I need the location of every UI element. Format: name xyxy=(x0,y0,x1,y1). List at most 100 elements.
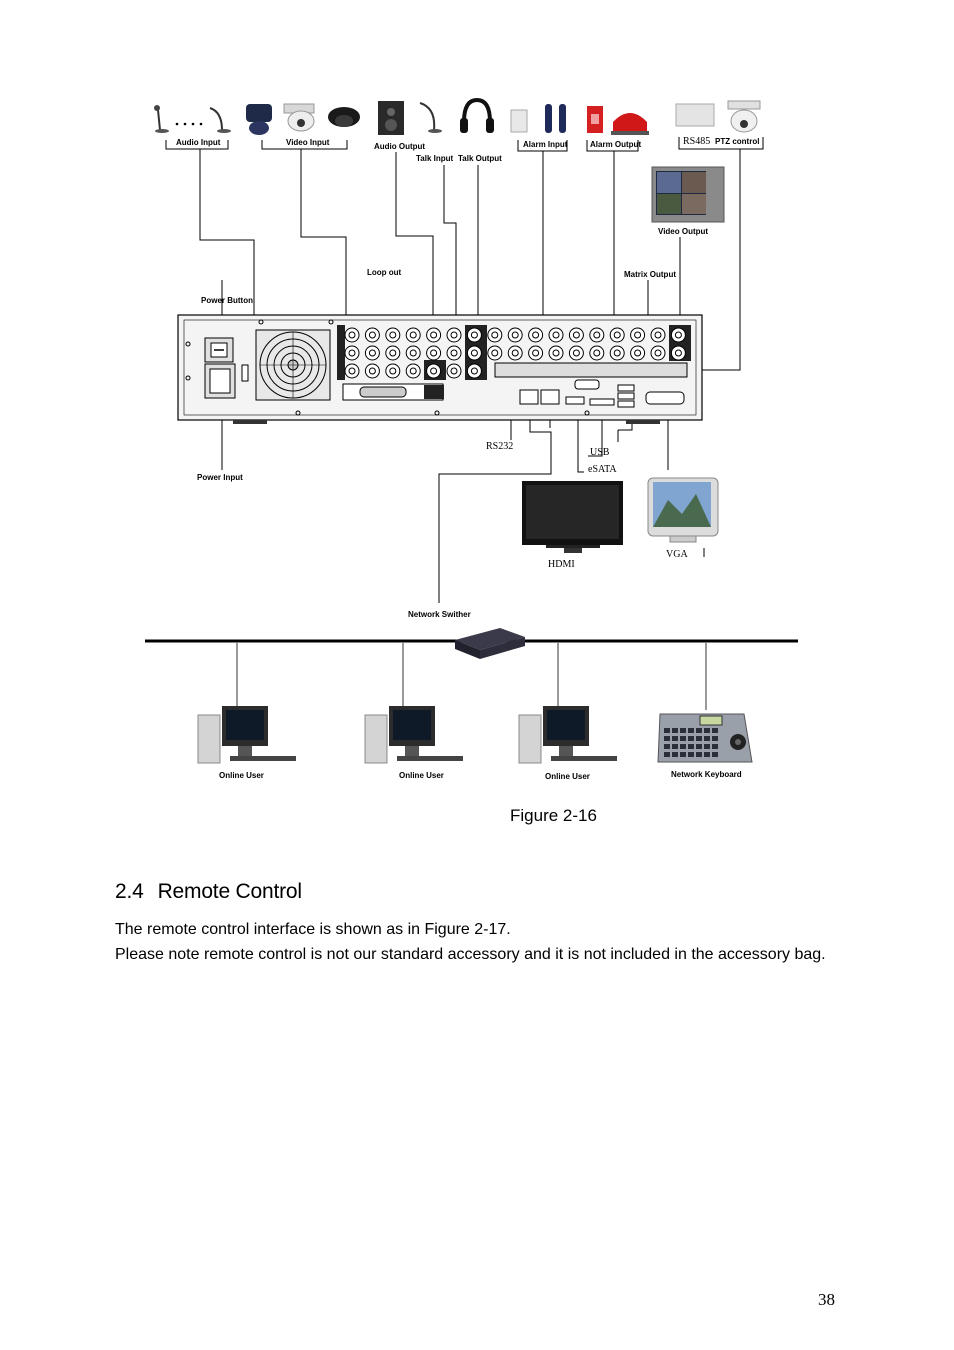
bnc-connector-pin xyxy=(491,349,499,357)
keyboard-key xyxy=(680,736,686,741)
bnc-connector xyxy=(568,345,584,361)
bnc-connector-pin xyxy=(593,349,601,357)
keyboard-key xyxy=(712,744,718,749)
esata-label: eSATA xyxy=(588,464,617,475)
keyboard-keys xyxy=(664,728,718,757)
rs485-label: RS485 xyxy=(683,136,710,147)
audio-input-icons xyxy=(154,105,231,133)
power-input-label: Power Input xyxy=(197,473,243,482)
video-output-label: Video Output xyxy=(658,227,708,236)
bnc-connector-pin xyxy=(613,349,621,357)
alarm-input-label: Alarm Input xyxy=(523,140,568,149)
online-user-label-1: Online User xyxy=(219,771,264,780)
bnc-connector xyxy=(385,327,401,343)
bnc-connector xyxy=(426,363,442,379)
keyboard-key xyxy=(672,744,678,749)
keyboard-key xyxy=(672,736,678,741)
keyboard-key xyxy=(672,752,678,757)
bnc-connector-pin xyxy=(654,349,662,357)
figure-caption: Figure 2-16 xyxy=(510,806,597,825)
network-switch-icon xyxy=(455,628,525,659)
bnc-connector xyxy=(364,327,380,343)
keyboard-key xyxy=(712,728,718,733)
online-user-pc-icon-1 xyxy=(197,706,296,764)
keyboard-key xyxy=(712,736,718,741)
keyboard-key xyxy=(664,728,670,733)
keyboard-key xyxy=(688,752,694,757)
bnc-connector-pin xyxy=(450,349,458,357)
bnc-connector xyxy=(446,345,462,361)
matrix-output-label: Matrix Output xyxy=(624,270,676,279)
power-button-label: Power Button xyxy=(201,296,253,305)
rs232-label: RS232 xyxy=(486,441,513,452)
bnc-connector xyxy=(650,345,666,361)
paragraph-1: The remote control interface is shown as… xyxy=(115,921,511,938)
bnc-connector-pin xyxy=(368,331,376,339)
bnc-connector xyxy=(630,327,646,343)
paragraph-2: Please note remote control is not our st… xyxy=(115,946,826,963)
bnc-connector xyxy=(609,345,625,361)
section-heading: 2.4 Remote Control xyxy=(115,880,302,904)
bnc-connector xyxy=(466,345,482,361)
bnc-connector xyxy=(364,345,380,361)
bnc-connector-pin xyxy=(409,367,417,375)
alarm-input-sensor-icons xyxy=(510,104,566,133)
bnc-connector xyxy=(609,327,625,343)
bnc-connector-pin xyxy=(430,331,438,339)
bnc-connector-pin xyxy=(593,331,601,339)
audio-output-label: Audio Output xyxy=(374,142,425,151)
bnc-connector-pin xyxy=(430,367,438,375)
keyboard-key xyxy=(680,744,686,749)
bnc-connector xyxy=(426,345,442,361)
bnc-connector xyxy=(507,327,523,343)
bnc-connector-pin xyxy=(552,349,560,357)
loop-out-label: Loop out xyxy=(367,268,402,277)
bnc-connector-pin xyxy=(430,349,438,357)
bnc-connector-pin xyxy=(389,349,397,357)
bnc-connector-pin xyxy=(511,349,519,357)
bnc-connector-pin xyxy=(450,331,458,339)
bnc-connector-pin xyxy=(348,367,356,375)
bnc-connector xyxy=(670,345,686,361)
bnc-connector-pin xyxy=(674,349,682,357)
keyboard-key xyxy=(712,752,718,757)
section-title: Remote Control xyxy=(157,880,302,903)
video-input-label: Video Input xyxy=(286,138,330,147)
keyboard-key xyxy=(704,744,710,749)
keyboard-key xyxy=(688,736,694,741)
bnc-connector xyxy=(466,363,482,379)
bnc-connector xyxy=(385,363,401,379)
bnc-connector-pin xyxy=(470,331,478,339)
keyboard-key xyxy=(696,728,702,733)
bnc-connector xyxy=(630,345,646,361)
network-drop-lines xyxy=(236,643,707,710)
bnc-connector xyxy=(507,345,523,361)
online-user-pc-icon-3 xyxy=(518,706,617,764)
bnc-connector xyxy=(344,327,360,343)
bnc-connector xyxy=(487,345,503,361)
hdmi-tv-icon xyxy=(522,481,623,553)
ptz-control-label: PTZ control xyxy=(715,137,759,146)
bnc-connector-pin xyxy=(572,349,580,357)
page-number: 38 xyxy=(818,1290,835,1309)
online-user-pc-icon-2 xyxy=(364,706,463,764)
bnc-connector-pin xyxy=(654,331,662,339)
usb-label: USB xyxy=(590,447,610,458)
audio-input-label: Audio Input xyxy=(176,138,221,147)
hdmi-label: HDMI xyxy=(548,559,575,570)
video-input-camera-icons xyxy=(246,103,360,135)
keyboard-key xyxy=(696,736,702,741)
keyboard-key xyxy=(696,752,702,757)
bnc-connector-pin xyxy=(368,367,376,375)
bnc-connector-pin xyxy=(368,349,376,357)
bnc-connector-pin xyxy=(389,331,397,339)
keyboard-key xyxy=(664,752,670,757)
talk-output-headphone-icon xyxy=(460,97,494,133)
section-number: 2.4 xyxy=(115,880,144,903)
bnc-connector xyxy=(344,345,360,361)
bnc-connector-pin xyxy=(511,331,519,339)
bnc-connector-pin xyxy=(348,349,356,357)
keyboard-key xyxy=(688,744,694,749)
network-keyboard-label: Network Keyboard xyxy=(671,770,742,779)
bnc-connector-pin xyxy=(470,367,478,375)
